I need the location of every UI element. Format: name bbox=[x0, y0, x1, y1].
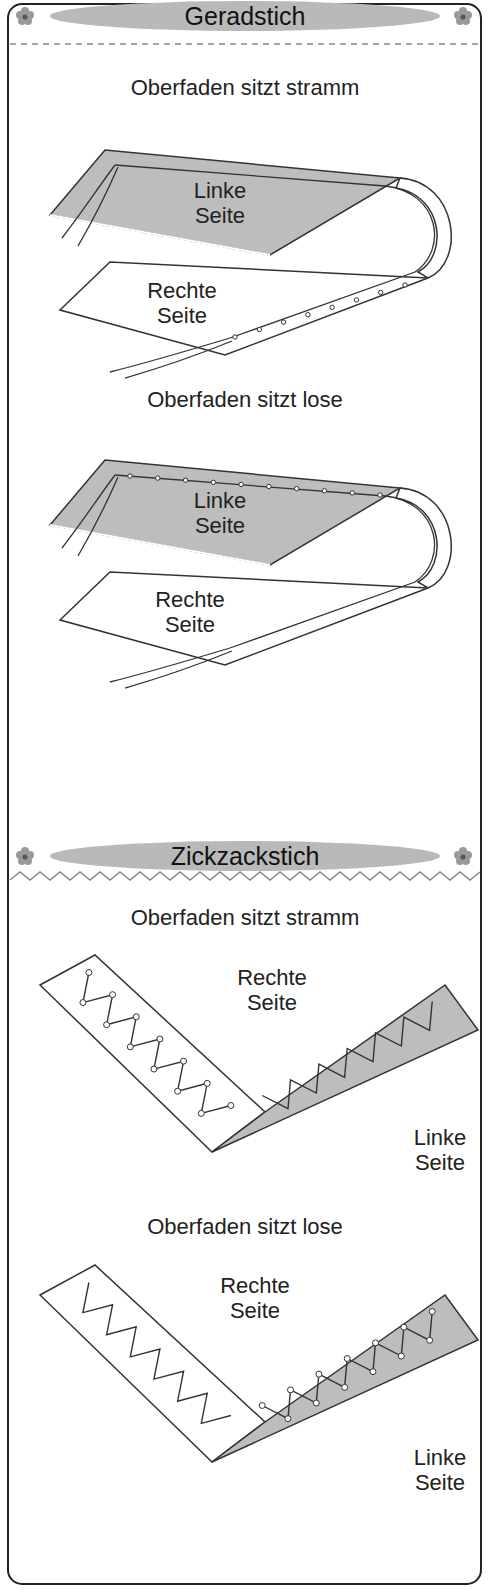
zigzag-rule bbox=[10, 872, 480, 880]
side-label: Rechte Seite bbox=[132, 278, 232, 329]
stitch-loop bbox=[427, 1337, 433, 1343]
stitch-loop bbox=[370, 1369, 376, 1375]
stitch-dot bbox=[128, 474, 132, 478]
stitch-loop bbox=[133, 1014, 139, 1020]
stitch-loop bbox=[288, 1387, 294, 1393]
stitch-dot bbox=[239, 482, 243, 486]
zigzag-stitch bbox=[83, 1283, 231, 1424]
caption-text: Oberfaden sitzt stramm bbox=[131, 75, 360, 100]
stitch-loop bbox=[316, 1371, 322, 1377]
caption-text: Oberfaden sitzt stramm bbox=[131, 905, 360, 930]
stitch-dot bbox=[350, 491, 354, 495]
stitch-loop bbox=[342, 1384, 348, 1390]
section-header: Zickzackstich bbox=[50, 841, 440, 871]
stitch-dot bbox=[281, 320, 285, 324]
stitch-loop bbox=[344, 1355, 350, 1361]
stitch-loop bbox=[401, 1324, 407, 1330]
stitch-dot bbox=[378, 493, 382, 497]
zigzag-stitch bbox=[262, 1002, 432, 1109]
stitch-dot bbox=[322, 489, 326, 493]
stitch-loop bbox=[110, 992, 116, 998]
caption-text: Oberfaden sitzt lose bbox=[147, 1214, 343, 1239]
side-label: Linke Seite bbox=[170, 178, 270, 229]
stitch-loop bbox=[86, 970, 92, 976]
stitch-dot bbox=[257, 327, 261, 331]
side-label: Linke Seite bbox=[400, 1445, 480, 1496]
stitch-dot bbox=[403, 283, 407, 287]
stitch-loop bbox=[175, 1088, 181, 1094]
stitch-loop bbox=[285, 1416, 291, 1422]
section-header: Geradstich bbox=[50, 1, 440, 31]
stitch-loop bbox=[228, 1103, 234, 1109]
side-label: Linke Seite bbox=[400, 1125, 480, 1176]
stitch-dot bbox=[330, 305, 334, 309]
stitch-loop bbox=[104, 1022, 110, 1028]
stitch-loop bbox=[181, 1058, 187, 1064]
stitch-loop bbox=[313, 1400, 319, 1406]
stitch-dot bbox=[233, 335, 237, 339]
stitch-dot bbox=[267, 484, 271, 488]
stitch-loop bbox=[204, 1080, 210, 1086]
stitch-dot bbox=[354, 298, 358, 302]
stitch-loop bbox=[198, 1110, 204, 1116]
zigzag-stitch bbox=[83, 973, 231, 1114]
stitch-dot bbox=[183, 478, 187, 482]
side-label: Rechte Seite bbox=[222, 965, 322, 1016]
stitch-loop bbox=[398, 1353, 404, 1359]
stitch-loop bbox=[80, 1000, 86, 1006]
stitch-dot bbox=[211, 480, 215, 484]
side-label: Rechte Seite bbox=[140, 587, 240, 638]
stitch-dot bbox=[156, 476, 160, 480]
stitch-loop bbox=[127, 1044, 133, 1050]
stitch-loop bbox=[157, 1036, 163, 1042]
section-title: Zickzackstich bbox=[171, 842, 320, 871]
side-label: Linke Seite bbox=[170, 488, 270, 539]
side-label: Rechte Seite bbox=[205, 1273, 305, 1324]
caption-text: Oberfaden sitzt lose bbox=[147, 387, 343, 412]
stitch-dot bbox=[306, 313, 310, 317]
stitch-dot bbox=[294, 486, 298, 490]
section-title: Geradstich bbox=[185, 2, 306, 31]
stitch-loop bbox=[429, 1308, 435, 1314]
stitch-dot bbox=[379, 290, 383, 294]
zigzag-stitch bbox=[262, 1312, 432, 1419]
stitch-loop bbox=[373, 1340, 379, 1346]
stitch-loop bbox=[151, 1066, 157, 1072]
stitch-loop bbox=[259, 1402, 265, 1408]
